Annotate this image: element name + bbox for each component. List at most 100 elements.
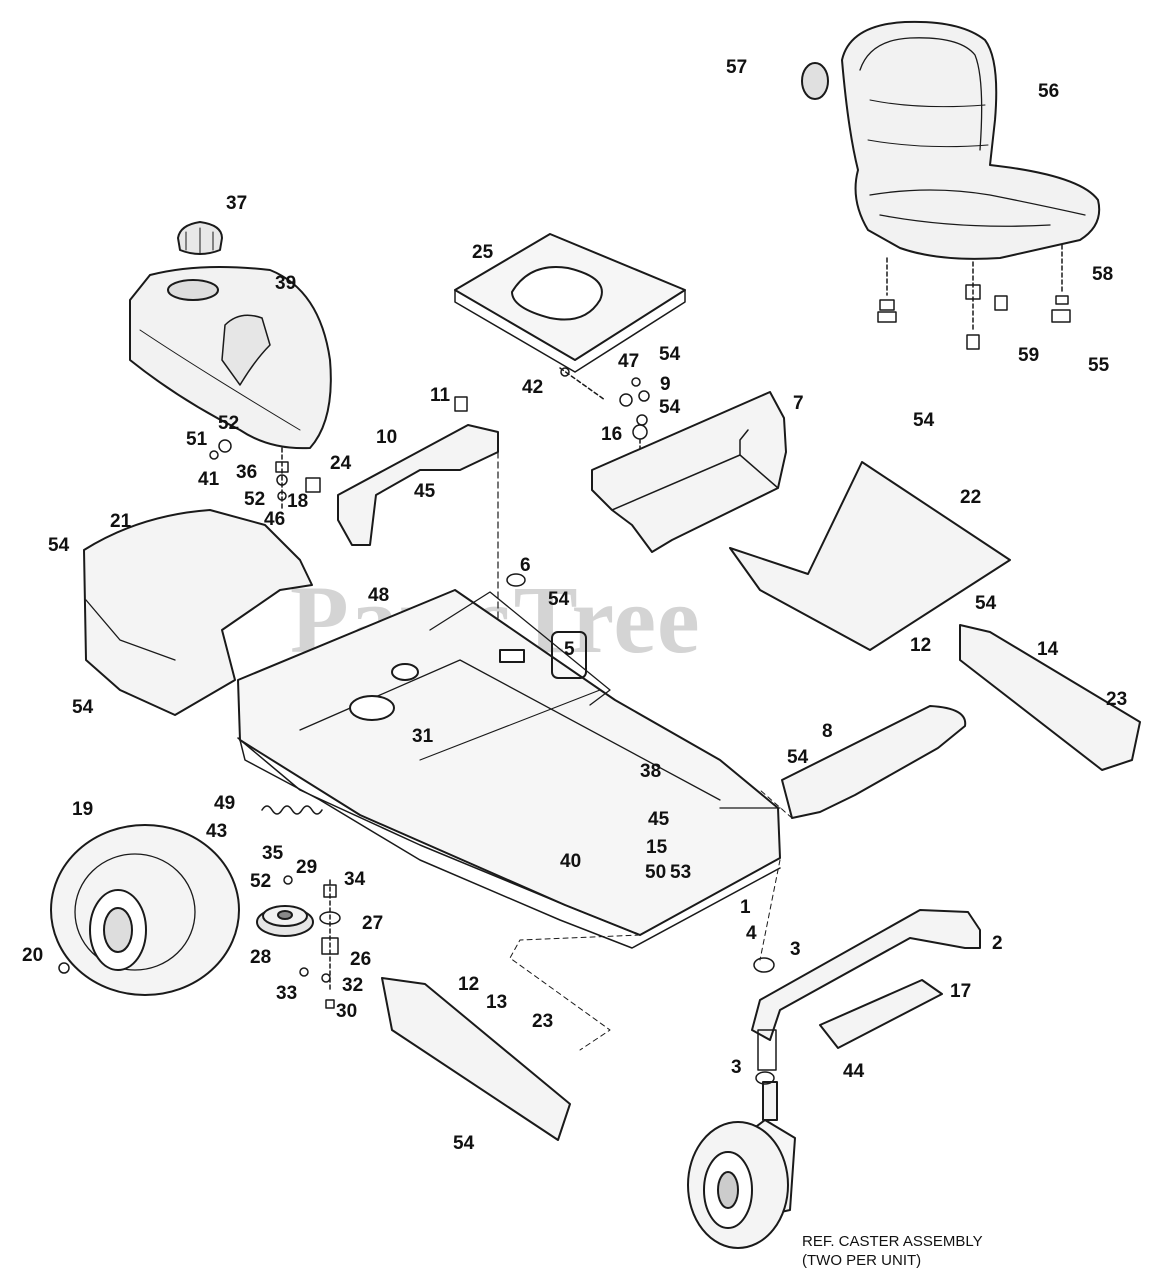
caster-wheel-part (687, 1081, 796, 1249)
callout-35: 35 (262, 843, 284, 864)
tank-hardware (209, 439, 321, 511)
pulley-hardware (283, 875, 341, 1009)
callout-30: 30 (336, 1001, 358, 1022)
callout-21: 21 (110, 511, 132, 532)
callout-52: 52 (218, 413, 240, 434)
callout-1: 1 (740, 897, 751, 918)
callout-16: 16 (601, 424, 623, 445)
callout-58: 58 (1092, 264, 1114, 285)
callout-50: 50 (645, 862, 667, 883)
callout-24: 24 (330, 453, 352, 474)
seat-part (841, 20, 1101, 260)
wheel-nut-part (58, 962, 70, 974)
caster-arm-part (751, 909, 981, 1049)
reference-note-line2: (TWO PER UNIT) (802, 1252, 922, 1269)
callout-53: 53 (670, 862, 692, 883)
bracket-spacer-part (454, 396, 468, 412)
callout-12: 12 (458, 974, 480, 995)
callout-3: 3 (790, 939, 801, 960)
callout-27: 27 (362, 913, 384, 934)
seat-pan-part (454, 233, 686, 373)
callout-7: 7 (793, 393, 804, 414)
callout-23: 23 (1106, 689, 1128, 710)
callout-54: 54 (453, 1133, 475, 1154)
callout-54: 54 (787, 747, 809, 768)
callout-44: 44 (843, 1061, 865, 1082)
callout-28: 28 (250, 947, 272, 968)
callout-40: 40 (560, 851, 582, 872)
seat-hardware (877, 244, 1071, 350)
callout-26: 26 (350, 949, 372, 970)
pulley-part (256, 905, 314, 937)
callout-4: 4 (746, 923, 757, 944)
fuel-cap-part (177, 221, 223, 255)
footrest-part (729, 461, 1011, 651)
fuel-bracket-part (337, 424, 499, 546)
callout-22: 22 (960, 487, 982, 508)
callout-49: 49 (214, 793, 236, 814)
callout-23: 23 (532, 1011, 554, 1032)
callout-34: 34 (344, 869, 366, 890)
callout-13: 13 (486, 992, 508, 1013)
callout-51: 51 (186, 429, 208, 450)
callout-37: 37 (226, 193, 248, 214)
callout-45: 45 (414, 481, 436, 502)
left-rail-part (381, 977, 571, 1141)
seat-knob-part (801, 62, 829, 100)
reference-note: REF. CASTER ASSEMBLY (TWO PER UNIT) (802, 1232, 983, 1270)
callout-38: 38 (640, 761, 662, 782)
callout-54: 54 (659, 344, 681, 365)
loop-strap-part (551, 631, 587, 679)
callout-39: 39 (275, 273, 297, 294)
callout-52: 52 (244, 489, 266, 510)
callout-31: 31 (412, 726, 434, 747)
bushing-part (753, 957, 775, 973)
callout-55: 55 (1088, 355, 1110, 376)
callout-54: 54 (659, 397, 681, 418)
assembly-guides (509, 789, 793, 1051)
callout-9: 9 (660, 374, 671, 395)
callout-11: 11 (430, 385, 451, 406)
callout-41: 41 (198, 469, 220, 490)
callout-46: 46 (264, 509, 286, 530)
callout-45: 45 (648, 809, 670, 830)
callout-3: 3 (731, 1057, 742, 1078)
callout-54: 54 (913, 410, 935, 431)
spring-part (261, 805, 323, 815)
callout-15: 15 (646, 837, 668, 858)
callout-54: 54 (975, 593, 997, 614)
front-fender-part (781, 705, 967, 819)
callout-33: 33 (276, 983, 298, 1004)
caster-pivot-part (757, 1029, 777, 1071)
callout-10: 10 (376, 427, 398, 448)
callout-12: 12 (910, 635, 932, 656)
fuel-tank-part (129, 265, 332, 450)
callout-43: 43 (206, 821, 228, 842)
callout-14: 14 (1037, 639, 1059, 660)
callout-20: 20 (22, 945, 44, 966)
callout-17: 17 (950, 981, 972, 1002)
side-panel-part (83, 509, 313, 716)
right-rail-part (959, 624, 1141, 771)
callout-8: 8 (822, 721, 833, 742)
callout-25: 25 (472, 242, 494, 263)
grommet-part (506, 573, 526, 587)
callout-54: 54 (48, 535, 70, 556)
callout-59: 59 (1018, 345, 1040, 366)
callout-52: 52 (250, 871, 272, 892)
callout-5: 5 (564, 639, 575, 660)
callout-6: 6 (520, 555, 531, 576)
callout-48: 48 (368, 585, 390, 606)
callout-32: 32 (342, 975, 364, 996)
callout-36: 36 (236, 462, 258, 483)
seat-bracket-part (591, 391, 787, 553)
rear-tire-part (50, 824, 240, 996)
main-frame-part (237, 589, 781, 949)
callout-2: 2 (992, 933, 1003, 954)
callout-19: 19 (72, 799, 94, 820)
pan-hardware (559, 367, 650, 461)
callout-47: 47 (618, 351, 640, 372)
callout-42: 42 (522, 377, 544, 398)
